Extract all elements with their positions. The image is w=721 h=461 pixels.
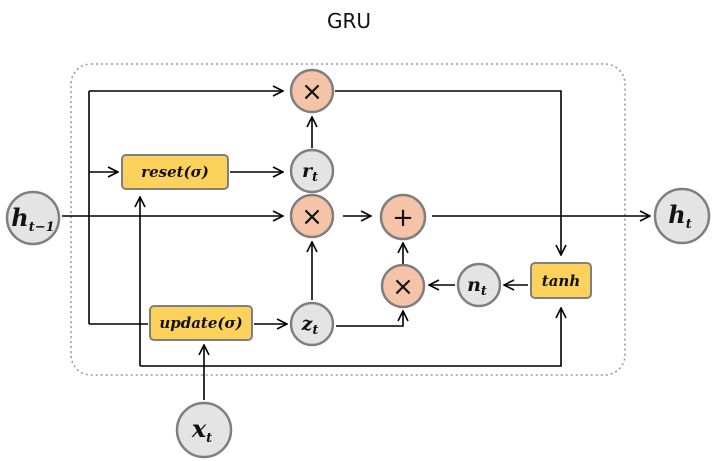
wire-z-to-bottom-multiply <box>336 311 403 327</box>
z-sub: t <box>312 323 318 338</box>
multiply-top-symbol: × <box>301 77 323 107</box>
state-n: nt <box>456 262 502 308</box>
svg-text:xt: xt <box>191 414 212 446</box>
svg-text:ht−1: ht−1 <box>11 203 54 235</box>
multiply-bottom-symbol: × <box>392 272 414 302</box>
z-main: z <box>301 313 314 335</box>
tanh-gate: tanh <box>530 262 592 299</box>
wire-top-multiply-to-tanh <box>335 90 561 255</box>
tanh-gate-label: tanh <box>542 272 580 290</box>
update-gate-name: update <box>159 314 217 332</box>
add-symbol: + <box>392 203 414 233</box>
x-sub: t <box>206 431 212 446</box>
multiply-mid-operator: × <box>289 193 335 239</box>
gru-cell-frame <box>70 63 626 376</box>
h-out-sub: t <box>686 217 692 232</box>
state-r: rt <box>289 148 335 194</box>
n-sub: t <box>481 284 487 299</box>
svg-text:zt: zt <box>301 313 319 338</box>
reset-gate-name: reset <box>141 163 183 181</box>
reset-gate-arg: (σ) <box>184 163 209 181</box>
h-out-main: h <box>668 200 685 229</box>
multiply-bottom-operator: × <box>380 263 426 309</box>
svg-text:update(σ): update(σ) <box>159 314 242 332</box>
multiply-mid-symbol: × <box>301 202 323 232</box>
r-main: r <box>302 160 314 182</box>
svg-text:rt: rt <box>302 160 318 185</box>
input-h-prev: ht−1 <box>5 190 61 246</box>
state-z: zt <box>289 301 335 347</box>
wire-x-to-tanh <box>140 308 561 367</box>
r-sub: t <box>312 170 318 185</box>
h-prev-main: h <box>11 203 28 232</box>
diagram-title: GRU <box>327 9 371 33</box>
add-operator: + <box>379 193 427 241</box>
output-h: ht <box>653 187 711 245</box>
multiply-top-operator: × <box>289 68 335 114</box>
svg-text:ht: ht <box>668 200 691 232</box>
svg-text:reset(σ): reset(σ) <box>141 163 209 181</box>
connections <box>62 91 650 400</box>
n-main: n <box>467 274 481 296</box>
x-main: x <box>191 414 207 443</box>
reset-gate: reset(σ) <box>121 154 229 190</box>
svg-text:nt: nt <box>467 274 487 299</box>
update-gate-arg: (σ) <box>217 314 242 332</box>
update-gate: update(σ) <box>149 305 253 341</box>
h-prev-sub: t−1 <box>29 220 55 235</box>
input-x: xt <box>175 401 233 459</box>
